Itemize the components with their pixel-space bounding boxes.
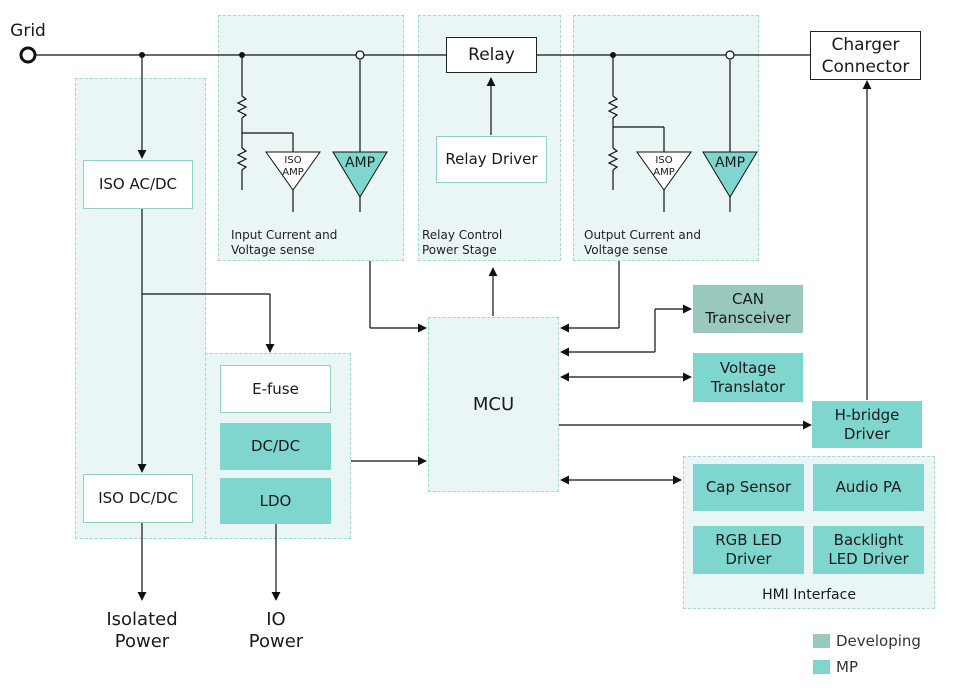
mcu-block: MCU [472, 394, 515, 415]
output-sense-label: Output Current and Voltage sense [584, 228, 701, 257]
output-iso-amp-label: ISO AMP [653, 155, 675, 178]
can-transceiver-block: CAN Transceiver [693, 285, 803, 333]
open-node [725, 50, 735, 60]
cap-sensor-block: Cap Sensor [693, 464, 804, 511]
relay-driver-block: Relay Driver [436, 136, 547, 183]
rgb-led-driver-block: RGB LED Driver [693, 526, 804, 574]
hmi-interface-label: HMI Interface [762, 586, 856, 603]
relay-stage-label: Relay Control Power Stage [422, 228, 503, 257]
junction-dot [239, 52, 245, 58]
isolated-power-label: Isolated Power [106, 609, 178, 652]
hbridge-driver-block: H-bridge Driver [812, 401, 922, 448]
open-node [355, 50, 365, 60]
legend-label-developing: Developing [836, 632, 921, 650]
legend-swatch-developing [813, 634, 830, 648]
relay-block: Relay [446, 37, 537, 73]
input-amp-icon [332, 151, 388, 198]
output-amp-label: AMP [714, 155, 746, 171]
legend-swatch-mp [813, 660, 830, 674]
input-sense-label: Input Current and Voltage sense [231, 228, 338, 257]
charger-connector-block: Charger Connector [810, 31, 921, 80]
iso-acdc-block: ISO AC/DC [83, 160, 193, 209]
output-iso-amp-icon [636, 151, 692, 191]
audio-pa-block: Audio PA [813, 464, 924, 511]
dcdc-block: DC/DC [220, 423, 331, 470]
io-power-label: IO Power [248, 609, 304, 652]
junction-dot [610, 52, 616, 58]
input-amp-label: AMP [344, 155, 376, 171]
efuse-block: E-fuse [220, 365, 331, 413]
iso-dcdc-block: ISO DC/DC [83, 474, 193, 523]
input-iso-amp-label: ISO AMP [282, 155, 304, 178]
backlight-led-driver-block: Backlight LED Driver [813, 526, 924, 574]
grid-label: Grid [10, 21, 46, 41]
input-sense-region [218, 15, 404, 261]
junction-dot [139, 52, 145, 58]
voltage-translator-block: Voltage Translator [693, 353, 803, 402]
legend-label-mp: MP [836, 658, 858, 676]
grid-terminal-icon [19, 46, 37, 64]
mcu-region [428, 317, 559, 492]
ldo-block: LDO [220, 478, 331, 524]
output-amp-icon [702, 151, 758, 198]
input-iso-amp-icon [265, 151, 321, 191]
